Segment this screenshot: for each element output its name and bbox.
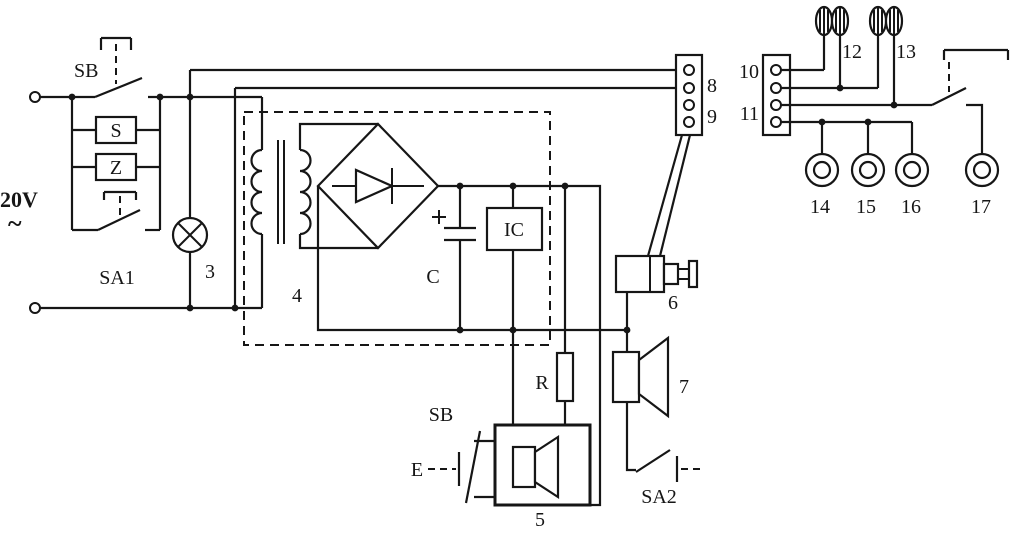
ac-terminal-top: [29, 91, 41, 103]
dc-rails: [316, 184, 627, 507]
coil-13: 13: [868, 5, 916, 63]
indicator-lamp-3: 3: [171, 70, 215, 308]
label-sb-door: SB: [429, 404, 453, 426]
capacitor-c: C: [426, 186, 476, 330]
label-14: 14: [810, 196, 830, 218]
speaker7-magnet: [611, 350, 641, 404]
label-c: C: [426, 266, 439, 288]
label-e: E: [411, 459, 423, 481]
label-9: 9: [707, 106, 717, 128]
push-button-sb-main: SB: [74, 36, 143, 99]
bells: 14 15 16 17: [804, 152, 1000, 218]
label-s: S: [110, 120, 121, 142]
label-11: 11: [740, 103, 759, 125]
terminal-block-10-11: 10 11: [739, 53, 792, 137]
coil-12: 12: [814, 5, 862, 63]
mains-wires: [40, 68, 684, 310]
terminal-block-8-9: 8 9: [674, 53, 717, 137]
ac-source: 20V ~: [0, 91, 41, 314]
label-8: 8: [707, 75, 717, 97]
push-button-sb-door: E SB: [411, 404, 495, 504]
ac-terminal-bottom: [29, 302, 41, 314]
speaker7-cone: [637, 335, 670, 419]
speaker5-magnet: [511, 445, 537, 489]
bell-15: 15: [850, 152, 886, 218]
bell-17: 17: [964, 152, 1000, 218]
label-r: R: [535, 372, 549, 394]
parallel-branch: S Z SA1: [70, 97, 162, 289]
speaker-7: 7: [611, 335, 689, 419]
transformer-4: 4: [250, 97, 378, 308]
diode-triangle: [354, 168, 395, 204]
junction-dots: [68, 84, 898, 334]
remote-wiring: [781, 36, 984, 154]
label-4: 4: [292, 285, 302, 307]
label-6: 6: [668, 292, 678, 314]
label-ic: IC: [504, 219, 524, 241]
label-17: 17: [971, 196, 991, 218]
label-12: 12: [842, 41, 862, 63]
resistor-r: R: [535, 186, 575, 425]
label-3: 3: [205, 261, 215, 283]
unit-z: Z: [72, 152, 160, 182]
switch-sa2: SA2: [625, 402, 703, 508]
plug-6: 6: [614, 134, 699, 352]
label-16: 16: [901, 196, 921, 218]
label-sb-main: SB: [74, 60, 98, 82]
label-10: 10: [739, 61, 759, 83]
label-voltage: 20V: [0, 187, 38, 212]
push-button-remote: [931, 48, 1010, 106]
label-7: 7: [679, 376, 689, 398]
unit-s: S: [72, 115, 160, 145]
speaker5-cone: [533, 434, 560, 500]
power-module-boundary: [243, 111, 551, 346]
label-sa2: SA2: [641, 486, 677, 508]
label-z: Z: [110, 157, 122, 179]
label-ac-tilde: ~: [8, 209, 22, 238]
switch-sa1: SA1: [72, 190, 160, 289]
label-sa1: SA1: [99, 267, 135, 289]
label-5: 5: [535, 509, 545, 531]
bell-16: 16: [894, 152, 930, 218]
ic-chip: IC: [485, 186, 544, 425]
door-unit-5: 5 E SB: [411, 404, 592, 531]
bridge-rectifier: [316, 122, 440, 250]
label-13: 13: [896, 41, 916, 63]
bell-14: 14: [804, 152, 840, 218]
label-15: 15: [856, 196, 876, 218]
